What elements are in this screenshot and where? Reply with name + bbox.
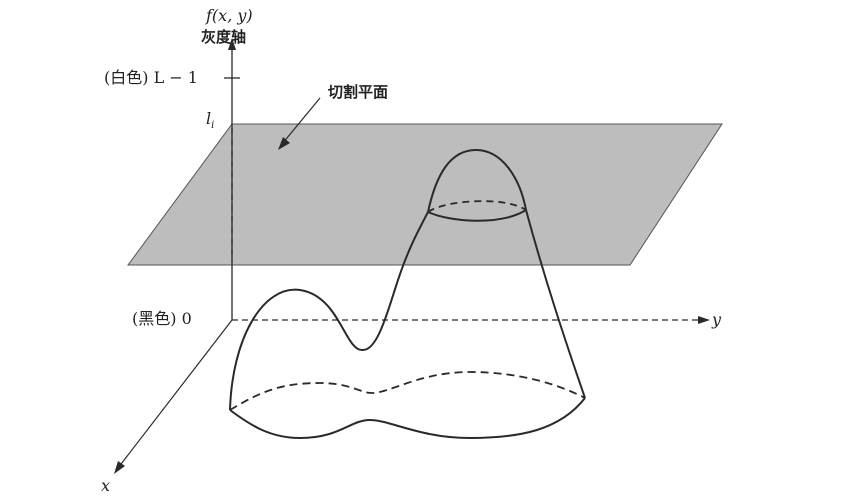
- x-axis-label: x: [101, 476, 111, 495]
- surface-base-front: [229, 397, 586, 440]
- slicing-plane: [127, 123, 723, 266]
- surface-base-back: [229, 371, 586, 411]
- plane-label-pointer-head: [278, 137, 290, 150]
- plane-label-pointer: [281, 97, 321, 145]
- vertical-axis-label: f(x, y): [206, 6, 253, 25]
- x-axis: [117, 319, 233, 469]
- threshold-level-label: li: [206, 109, 215, 132]
- threshold-level-subscript: i: [211, 120, 215, 132]
- vertical-axis-caption: 灰度轴: [201, 28, 247, 46]
- y-axis-arrow: [698, 316, 710, 324]
- cut-contour-back: [427, 200, 527, 213]
- black-level-label: (黑色) 0: [132, 309, 192, 328]
- white-level-label: (白色) L − 1: [104, 68, 198, 87]
- vertical-axis-arrow: [228, 38, 236, 50]
- y-axis-label: y: [712, 310, 722, 329]
- cut-contour-front: [427, 209, 527, 222]
- x-axis-arrow: [114, 461, 125, 474]
- slicing-plane-label: 切割平面: [328, 83, 389, 101]
- surface-silhouette: [229, 148, 586, 411]
